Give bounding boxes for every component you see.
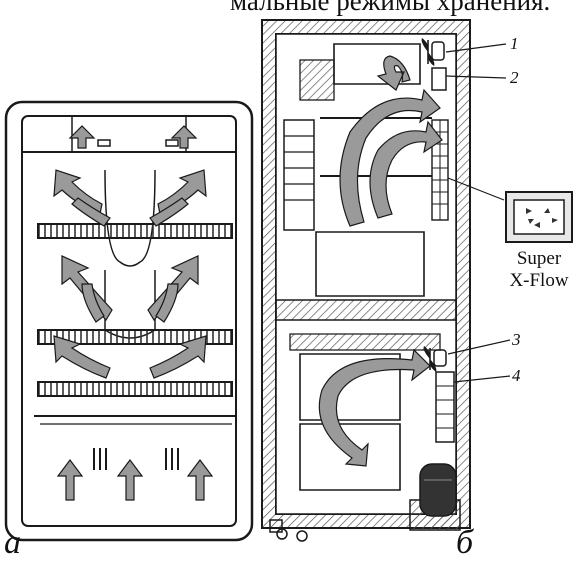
callout-2: 2 (510, 68, 519, 88)
callout-3: 3 (512, 330, 521, 350)
callout-4: 4 (512, 366, 521, 386)
xflow-label: X-Flow (496, 270, 579, 292)
super-label: Super (496, 248, 579, 270)
panel-letter-a: а (4, 524, 21, 562)
crisper-flow-marks (94, 448, 178, 470)
shelf-3 (38, 382, 232, 396)
callout-1: 1 (510, 34, 519, 54)
fridge-b-diagram (262, 20, 470, 541)
fridge-a-diagram (6, 102, 252, 540)
panel-letter-b: б (456, 524, 473, 562)
vent-left (98, 140, 110, 146)
super-xflow-label: Super X-Flow (496, 248, 579, 292)
shelf-1 (38, 224, 232, 238)
airflow-arrows-a (54, 126, 212, 500)
vent-right (166, 140, 178, 146)
partition (276, 300, 456, 320)
super-xflow-inset (506, 192, 572, 242)
